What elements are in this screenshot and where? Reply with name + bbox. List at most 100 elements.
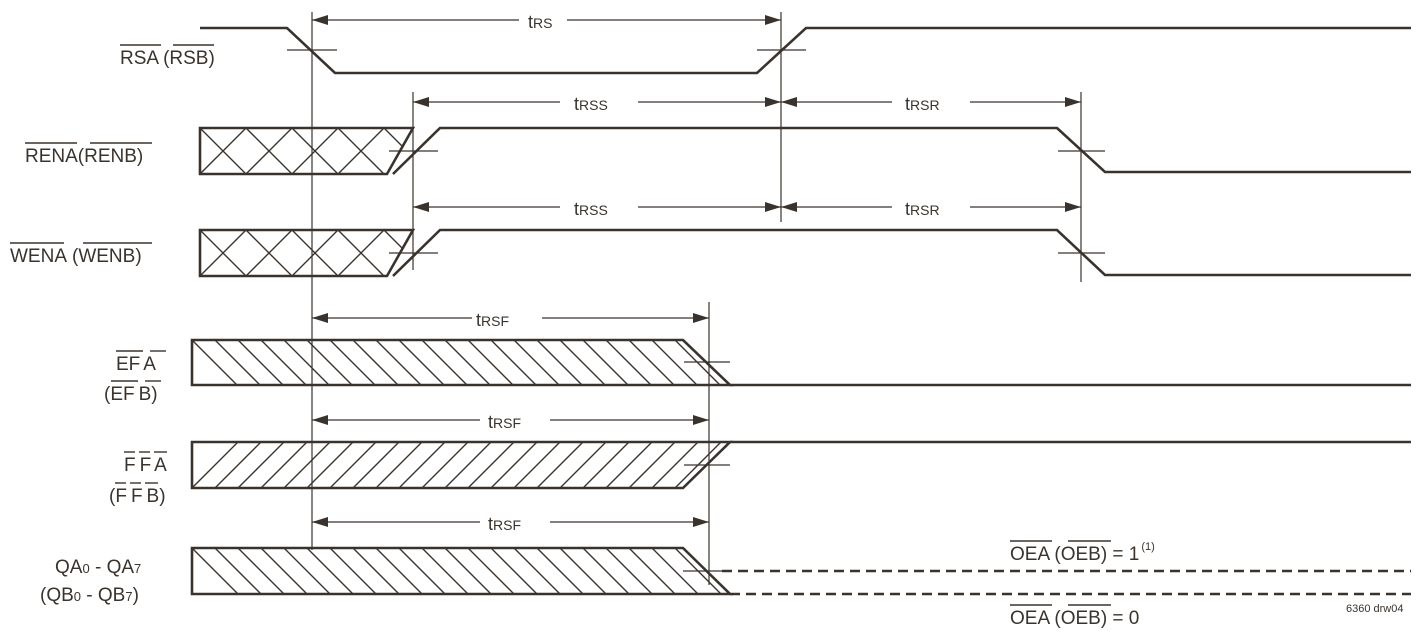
ffb-open-paren: (: [109, 486, 116, 507]
label-wena: WENA(WENB): [10, 242, 152, 267]
oe-low-oeb: OEB: [1061, 608, 1101, 629]
qb-sub0: 0: [74, 589, 81, 604]
efb-close-paren: ): [151, 384, 157, 405]
timing-trsf-ffa: tRSF: [312, 410, 709, 432]
ffb-f2: F: [131, 486, 143, 507]
rsb-text: RSB: [169, 48, 208, 69]
svg-text:tRS: tRS: [528, 12, 552, 32]
trs-sub: RS: [533, 15, 552, 31]
rsa-waveform: [200, 26, 1411, 75]
svg-text:(QB0 - QB7): (QB0 - QB7): [40, 585, 139, 606]
ffa-a: A: [154, 455, 167, 476]
trss1-t: t: [574, 94, 579, 114]
note-oe-high: OEA (OEB) = 1(1): [1010, 540, 1155, 565]
trsf1-sub: RSF: [481, 313, 509, 329]
ffa-f1: F: [124, 455, 136, 476]
svg-text:tRSR: tRSR: [905, 94, 940, 114]
trsr2-sub: RSR: [910, 202, 940, 218]
timing-trs: tRS: [312, 10, 781, 32]
ffb-b: B: [147, 486, 160, 507]
oe-low-oea: OEA: [1010, 608, 1050, 629]
oe-high-paren: (: [1049, 544, 1061, 565]
oe-low-paren: (: [1049, 608, 1061, 629]
svg-text:RSA(RSB): RSA(RSB): [120, 48, 215, 69]
svg-text:(FFB): (FFB): [109, 486, 166, 507]
efa-indeterminate-region: [190, 338, 734, 387]
qa-range: - QA: [90, 557, 135, 578]
label-rsa: RSA(RSB): [120, 44, 215, 69]
renb-text: RENB: [84, 146, 137, 167]
qa-sub0: 0: [82, 561, 89, 576]
timing-trsf-efa: tRSF: [312, 308, 709, 330]
qa-prefix: QA: [55, 557, 83, 578]
qb-sub7: 7: [125, 589, 132, 604]
rsa-text: RSA: [120, 48, 159, 69]
efb-suffix: B: [139, 384, 152, 405]
note-oe-low: OEA (OEB) = 0: [1010, 604, 1139, 629]
label-qa: QA0 - QA7 (QB0 - QB7): [40, 557, 141, 606]
label-rena: RENA(RENB): [25, 142, 152, 167]
ffb-f1: F: [115, 486, 127, 507]
svg-text:OEA (OEB) = 1(1): OEA (OEB) = 1(1): [1010, 541, 1155, 565]
qa-sub7: 7: [134, 561, 141, 576]
svg-text:WENA(WENB): WENA(WENB): [10, 246, 142, 267]
rsa-close-paren: ): [208, 48, 214, 69]
oe-high-oeb: OEB: [1061, 544, 1101, 565]
timing-trsf-qa: tRSF: [312, 512, 709, 534]
qb-prefix: (QB: [40, 585, 74, 606]
ef-text: EF: [116, 354, 140, 375]
svg-text:EFA: EFA: [116, 354, 156, 375]
svg-text:tRSF: tRSF: [488, 412, 521, 432]
oe-high-footnote: (1): [1141, 541, 1154, 553]
wena-open-paren: (: [72, 246, 79, 267]
trss2-sub: RSS: [579, 202, 608, 218]
svg-text:tRSS: tRSS: [574, 94, 608, 114]
trs-t: t: [528, 12, 533, 32]
rsa-open-paren: (: [163, 48, 170, 69]
drawing-id: 6360 drw04: [1346, 603, 1404, 615]
wenb-text: WENB: [78, 246, 135, 267]
trss2-t: t: [574, 199, 579, 219]
efb-open-paren: (: [104, 384, 111, 405]
oe-high-oea: OEA: [1010, 544, 1050, 565]
wena-text: WENA: [10, 246, 67, 267]
reference-lines: [311, 12, 1082, 585]
ffb-close-paren: ): [159, 486, 165, 507]
svg-text:RENA(RENB): RENA(RENB): [25, 146, 143, 167]
rena-close-paren: ): [137, 146, 143, 167]
qb-range: - QB: [81, 585, 125, 606]
svg-text:QA0 - QA7: QA0 - QA7: [55, 557, 141, 578]
efb-ef-text: EF: [110, 384, 134, 405]
timing-trss-wena: tRSS: [413, 197, 781, 219]
svg-text:OEA (OEB) = 0: OEA (OEB) = 0: [1010, 608, 1139, 629]
trsf3-t: t: [488, 514, 493, 534]
svg-text:tRSF: tRSF: [476, 310, 509, 330]
trsr2-t: t: [905, 199, 910, 219]
svg-text:tRSR: tRSR: [905, 199, 940, 219]
trsr1-sub: RSR: [910, 97, 940, 113]
trsf1-t: t: [476, 310, 481, 330]
timing-trss-rena: tRSS: [413, 92, 781, 114]
oe-low-value: ) = 0: [1101, 608, 1140, 629]
wena-waveform: [392, 228, 1411, 277]
oe-high-value: ) = 1: [1101, 544, 1140, 565]
rena-text: RENA: [25, 146, 78, 167]
qb-close-paren: ): [133, 585, 139, 606]
wena-close-paren: ): [135, 246, 141, 267]
efa-suffix: A: [143, 354, 156, 375]
svg-text:(EFB): (EFB): [104, 384, 158, 405]
trsr1-t: t: [905, 94, 910, 114]
timing-trsr-wena: tRSR: [781, 197, 1081, 219]
ffa-f2: F: [140, 455, 151, 476]
qa-indeterminate-region: [190, 546, 734, 596]
svg-text:tRSF: tRSF: [488, 514, 521, 534]
ffa-indeterminate-region: [190, 440, 734, 490]
trsf2-sub: RSF: [493, 415, 521, 431]
trsf2-t: t: [488, 412, 493, 432]
svg-text:tRSS: tRSS: [574, 199, 608, 219]
rena-waveform: [392, 126, 1411, 175]
svg-text:FFA: FFA: [124, 455, 167, 476]
